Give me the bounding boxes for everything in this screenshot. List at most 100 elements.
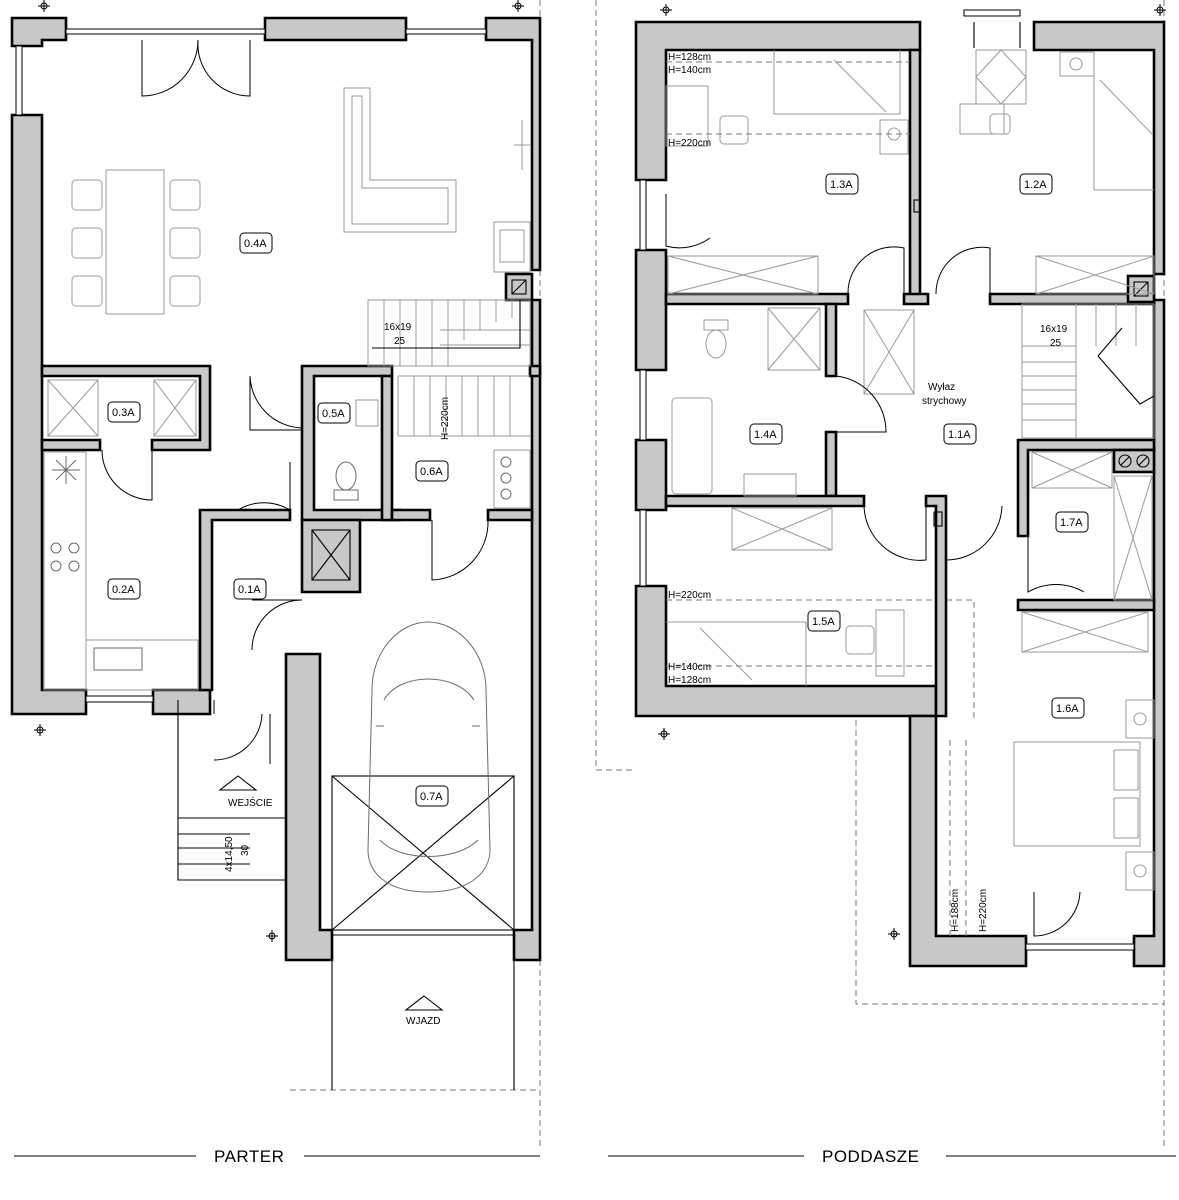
ground-chimney-inner: [511, 279, 527, 295]
wardrobe-1-7: [1031, 451, 1113, 489]
attic-wall-bed12-bottom: [902, 292, 930, 306]
ground-shaft-box: [311, 529, 351, 581]
bathtub: [671, 397, 713, 495]
ground-storage-cabinet-left-cross: [47, 379, 99, 437]
attic-wall-bed13-bottom: [664, 292, 850, 306]
attic-window-bottom: [1025, 943, 1135, 951]
attic-hatch-label-2: strychowy: [922, 396, 966, 407]
storage-door: [249, 376, 302, 431]
entrance-steps: [178, 817, 286, 865]
chair: [71, 275, 103, 307]
ground-wall-storage-top: [40, 364, 212, 452]
kitchen-sink: [93, 647, 143, 671]
attic-floor-title: PODDASZE: [822, 1147, 920, 1166]
room-label-1.2A: 1.2A: [1019, 173, 1053, 195]
driveway-outline: [331, 934, 515, 1090]
attic-wall-bath-right-lower: [824, 430, 838, 498]
desk-1-3: [665, 85, 709, 147]
attic-chimney-inner: [1133, 281, 1149, 297]
wardrobe-1-2-cross: [1035, 255, 1155, 295]
room-label-1.4A: 1.4A: [749, 423, 783, 445]
stove-burner: [50, 560, 62, 572]
attic-outer-wall-left-bottom: [634, 584, 938, 718]
bedroom-1-3-door: [847, 246, 905, 295]
room-label-1.7A: 1.7A: [1055, 511, 1089, 533]
bed-1-3: [773, 50, 901, 115]
attic-column: [933, 511, 943, 527]
ground-survey-marks: [34, 0, 524, 942]
ground-wall-stair-right: [528, 364, 542, 378]
corner-sofa-inner: [351, 95, 449, 225]
chair: [169, 179, 201, 211]
attic-window-left-1: [639, 179, 647, 251]
attic-survey-marks: [658, 4, 1166, 940]
chair: [71, 227, 103, 259]
attic-door: [665, 194, 711, 249]
wardrobe-1-5-cross: [731, 507, 833, 551]
room-label-0.4A: 0.4A: [239, 232, 273, 254]
desk-chair: [845, 625, 875, 655]
bedroom-1-6-door: [945, 505, 1003, 561]
entrance-arrow-icon: [218, 775, 258, 791]
ground-outer-wall-top-right: [484, 16, 542, 272]
attic-vent-icon-lines: [1120, 456, 1148, 466]
svg-text:1.3A: 1.3A: [830, 179, 853, 191]
ground-chimney-diag: [511, 279, 527, 295]
h220-label-1-5: H=220cm: [668, 590, 711, 601]
kitchen-counter-bottom: [85, 639, 199, 691]
corner-sofa: [343, 87, 457, 233]
ground-shaft-cross: [311, 529, 351, 581]
ground-wall-garage-top: [486, 508, 534, 522]
svg-text:1.4A: 1.4A: [754, 429, 777, 441]
attic-column: [913, 199, 921, 213]
attic-floor-plan: Wyłaz strychowy 16x19 25: [595, 0, 1176, 1166]
ground-outer-wall-top-left: [10, 16, 68, 48]
ground-wall-storage-bottom: [40, 438, 102, 452]
wardrobe-1-5: [731, 507, 833, 551]
attic-stairs-count: 25: [1050, 338, 1062, 349]
h140-label-top: H=140cm: [668, 65, 711, 76]
wardrobe-1-2: [1035, 255, 1155, 295]
car-icon: [367, 621, 491, 893]
ground-outer-wall-right-lower: [512, 298, 542, 962]
stove-burner: [68, 560, 80, 572]
desk-chair: [989, 113, 1011, 135]
bedside-table: [1059, 51, 1095, 77]
entrance-door: [213, 700, 263, 761]
attic-vent-icon: [1118, 454, 1132, 468]
boiler-dial: [500, 488, 512, 500]
attic-hatch: [863, 309, 915, 395]
boiler-dial: [500, 456, 512, 468]
ground-wall-wc-right: [380, 374, 394, 522]
svg-text:1.6A: 1.6A: [1056, 703, 1079, 715]
bedside-table: [879, 119, 909, 155]
room-label-0.6A: 0.6A: [415, 460, 449, 482]
ground-window-top-left: [65, 28, 266, 35]
ground-staircase: [367, 299, 531, 437]
attic-dash-bottom: [855, 720, 1164, 1005]
shower: [767, 307, 821, 371]
ground-stairs-size: 16x19: [384, 322, 412, 333]
driveway-arrow-icon: [404, 995, 444, 1011]
attic-outer-wall-top-left: [634, 20, 922, 182]
wardrobe-1-7-side: [1113, 475, 1153, 601]
wardrobe-1-3: [667, 255, 819, 295]
svg-text:0.7A: 0.7A: [420, 791, 443, 803]
garage-parking-box: [331, 775, 515, 931]
attic-outer-wall-bottom: [908, 714, 1028, 968]
wardrobe-1-7-side-cross: [1113, 475, 1153, 601]
svg-text:0.2A: 0.2A: [112, 584, 135, 596]
h128-label-top: H=128cm: [668, 52, 711, 63]
entrance-steps-depth: 30: [240, 844, 251, 856]
garage-door: [251, 599, 303, 651]
ground-floor-title: PARTER: [214, 1147, 284, 1166]
wardrobe-1-7-door: [1027, 536, 1085, 593]
extractor-fan-icon: [52, 456, 80, 484]
h220-label-1-3: H=220cm: [668, 138, 711, 149]
ground-terrace-door-right: [197, 39, 251, 97]
svg-text:0.1A: 0.1A: [238, 584, 261, 596]
chair: [71, 179, 103, 211]
wc-toilet: [335, 461, 357, 491]
kitchen-island-sink: [493, 221, 531, 273]
attic-wall-bed15-right: [924, 494, 948, 718]
